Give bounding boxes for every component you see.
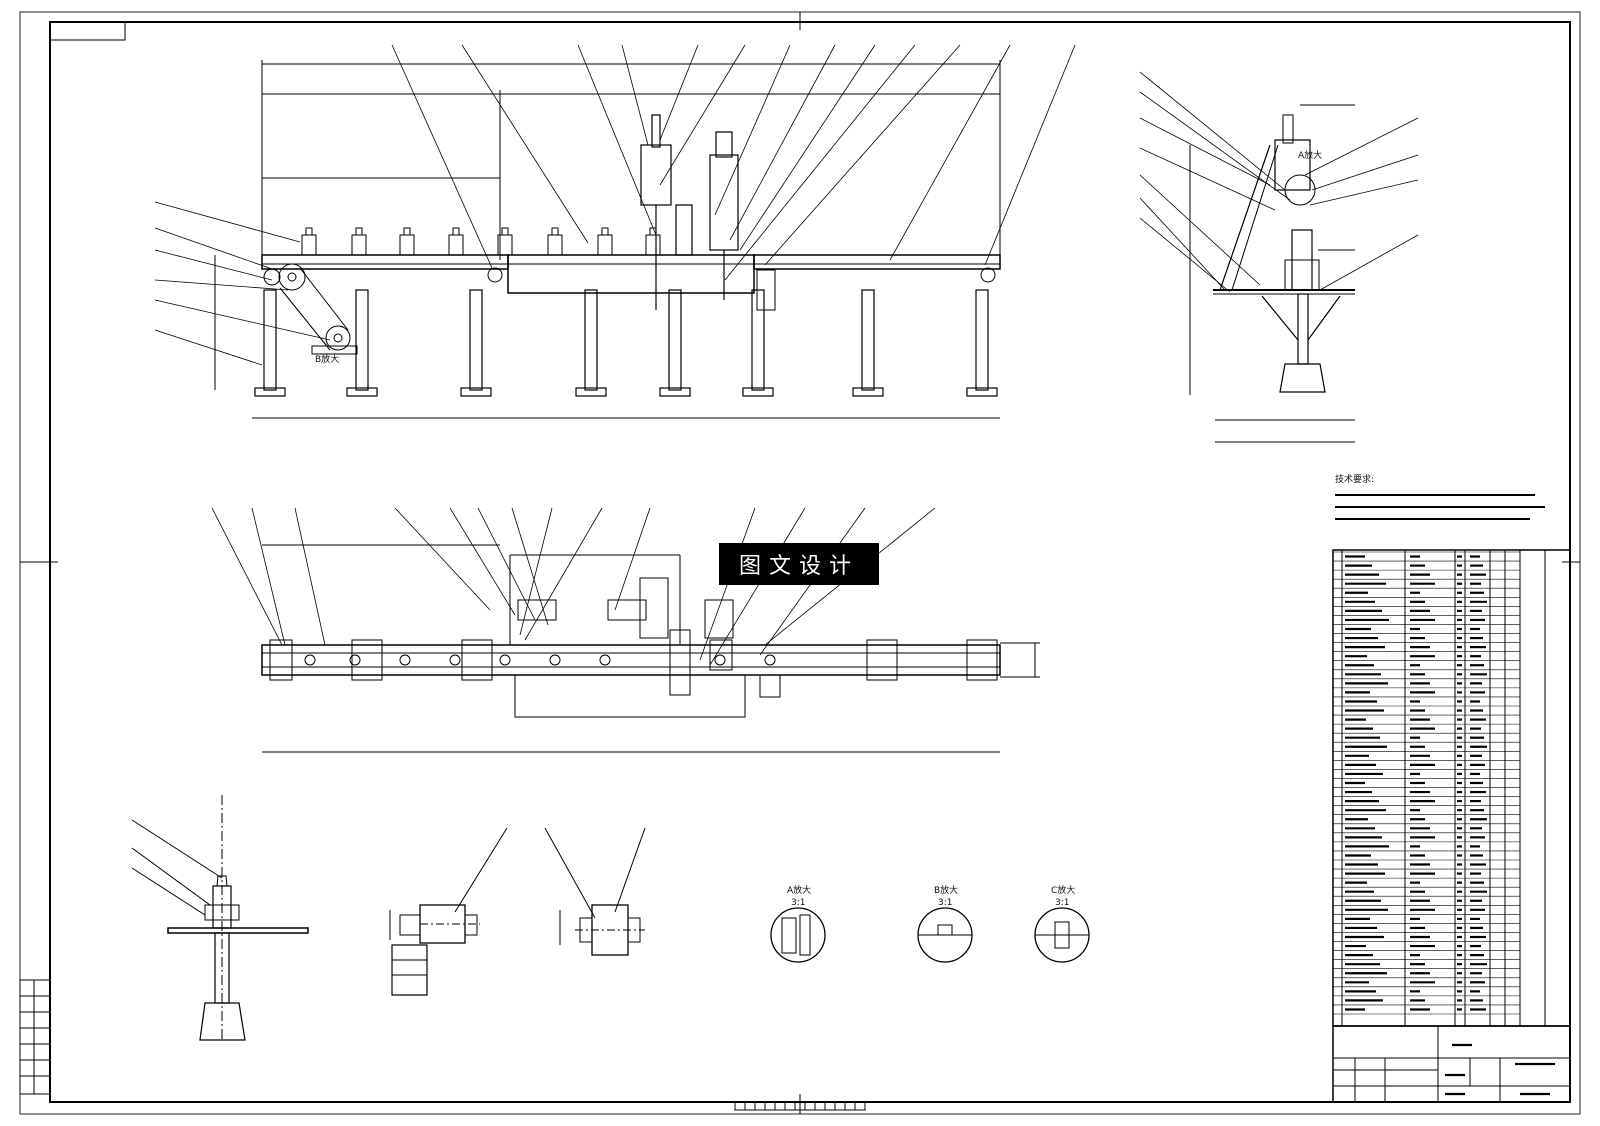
conveyor-beam-middle bbox=[507, 254, 755, 294]
bottles-row bbox=[301, 227, 661, 256]
tech-requirements-title: 技术要求: bbox=[1335, 473, 1374, 485]
chain-rollers bbox=[304, 654, 776, 666]
capping-head-2 bbox=[709, 131, 739, 300]
title-block bbox=[1332, 1025, 1571, 1103]
corner-title-box bbox=[49, 21, 126, 41]
detail-c-circle bbox=[1034, 907, 1090, 963]
detail-c-scale: 3:1 bbox=[1055, 898, 1069, 908]
side-view bbox=[1139, 71, 1419, 443]
detail-b-scale: 3:1 bbox=[938, 898, 952, 908]
tech-requirements-lines bbox=[1335, 494, 1545, 520]
parts-list-rows bbox=[1333, 551, 1520, 1015]
front-view bbox=[154, 44, 1076, 419]
callout-b-small: B放大 bbox=[315, 353, 339, 365]
left-revision-strip bbox=[19, 979, 51, 1095]
callout-a-small: A放大 bbox=[1298, 149, 1322, 161]
capping-head-1 bbox=[640, 114, 693, 310]
center-marks bbox=[20, 12, 1580, 1114]
title-block-marks bbox=[1445, 1043, 1555, 1096]
drive-assembly bbox=[263, 263, 996, 355]
detail-a-label: A放大 bbox=[787, 884, 811, 896]
detail-c-label: C放大 bbox=[1051, 884, 1075, 896]
conveyor-beam-left bbox=[261, 254, 509, 270]
conveyor-beam-right bbox=[753, 254, 1001, 270]
detail-a-scale: 3:1 bbox=[791, 898, 805, 908]
parts-list-text-marks bbox=[1345, 555, 1487, 1011]
watermark-banner: 图文设计 bbox=[719, 543, 879, 585]
detail-b-label: B放大 bbox=[934, 884, 958, 896]
parts-list-table bbox=[1332, 549, 1571, 1027]
section-d-d bbox=[544, 827, 646, 956]
top-view bbox=[211, 507, 1040, 753]
support-legs bbox=[254, 289, 998, 397]
section-c-c bbox=[389, 827, 508, 996]
detail-a-circle bbox=[770, 907, 826, 963]
section-a-a bbox=[131, 795, 309, 1041]
detail-b-circle bbox=[917, 907, 973, 963]
leader-lines-front bbox=[154, 44, 1076, 366]
bottom-scale-strip bbox=[734, 1101, 866, 1111]
